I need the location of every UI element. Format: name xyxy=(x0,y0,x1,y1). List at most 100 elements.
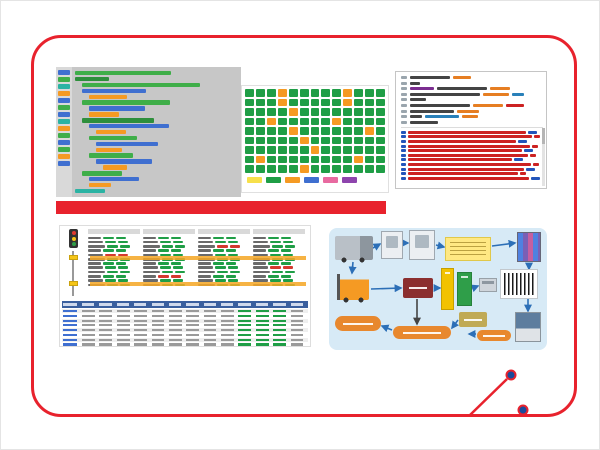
grid-cell xyxy=(321,117,331,126)
sheet-cell xyxy=(118,266,128,270)
signal-yellow xyxy=(71,236,76,241)
code-block xyxy=(89,153,133,158)
sheet-cell xyxy=(253,266,268,270)
code-block xyxy=(82,118,154,123)
table-cell xyxy=(151,309,165,313)
code-segment xyxy=(410,87,434,91)
grid-cell xyxy=(354,89,364,97)
sheet-row xyxy=(143,266,195,270)
table-cell xyxy=(134,309,147,313)
sheet-row xyxy=(88,249,140,252)
screenshot-flow-diagram xyxy=(329,228,547,350)
table-cell xyxy=(82,333,95,337)
log-segment xyxy=(401,162,406,166)
sheet-row xyxy=(88,240,140,244)
grid-legend xyxy=(245,177,385,183)
sheet-cell xyxy=(116,249,126,252)
table-cell xyxy=(168,309,182,313)
grid-cell xyxy=(365,165,375,173)
sheet-cell xyxy=(226,236,236,240)
code-segment xyxy=(401,76,407,79)
code-line xyxy=(401,98,543,102)
table-cell xyxy=(99,329,113,332)
table-cell xyxy=(151,338,165,341)
grid-cell xyxy=(245,117,254,126)
table-cell xyxy=(63,319,78,322)
sheet-cell xyxy=(105,253,116,257)
sheet-cell xyxy=(88,275,101,278)
sheet-cell xyxy=(103,249,114,252)
code-segment xyxy=(401,109,407,113)
grid-cell xyxy=(266,117,276,126)
sheet-row xyxy=(88,262,140,265)
code-segment xyxy=(410,76,450,79)
sheet-cell xyxy=(228,240,238,244)
log-segment xyxy=(408,149,522,153)
code-segment xyxy=(401,103,407,107)
sheet-cell xyxy=(88,253,103,257)
table-cell xyxy=(99,324,113,327)
grid-cell xyxy=(310,98,320,107)
flow-node-forklift xyxy=(337,274,369,303)
sheet-row xyxy=(253,253,305,257)
table-row xyxy=(62,343,308,346)
table-cell xyxy=(255,329,269,332)
sheet-row xyxy=(198,253,250,257)
log-segment xyxy=(526,167,535,171)
table-cell xyxy=(116,314,130,317)
grid-cell xyxy=(277,136,287,145)
sheet-cell xyxy=(143,279,158,282)
table-row xyxy=(62,333,308,337)
sheet-row xyxy=(198,249,250,252)
table-cell xyxy=(168,324,182,327)
grid-cell xyxy=(321,136,331,145)
table-cell xyxy=(273,338,286,341)
table-cell xyxy=(221,329,234,332)
grid-cell xyxy=(245,165,254,173)
sheet-cell xyxy=(173,240,183,244)
table-cell xyxy=(168,319,182,322)
grid-cell xyxy=(376,108,385,116)
code-segment xyxy=(410,115,422,119)
sheet-row xyxy=(253,249,305,252)
sheet-row xyxy=(143,245,195,248)
sheet-cell xyxy=(230,245,240,248)
sheet-row xyxy=(88,275,140,278)
table-cell xyxy=(203,314,217,317)
sheet-cell xyxy=(215,266,226,270)
sheet-row xyxy=(198,279,250,282)
table-cell xyxy=(99,333,113,337)
table-header-cell xyxy=(290,303,303,306)
code-separator xyxy=(401,126,543,128)
code-segment xyxy=(506,103,524,107)
sheet-row xyxy=(253,236,305,240)
code-segment xyxy=(410,98,426,102)
table-cell xyxy=(290,329,304,332)
grid-cell xyxy=(343,165,353,173)
grid-cell xyxy=(365,136,375,145)
table-cell xyxy=(116,333,130,337)
log-segment xyxy=(518,139,527,143)
flow-arrows xyxy=(348,239,533,338)
grid-cell xyxy=(266,136,276,145)
sheet-cell xyxy=(143,240,158,244)
grid-cell xyxy=(332,127,342,135)
code-block xyxy=(89,106,145,111)
grid-cell xyxy=(299,117,309,126)
sheet-cell xyxy=(270,266,281,270)
sheet-cell xyxy=(270,240,281,244)
sheet-row xyxy=(88,245,140,248)
flow-node-shelf xyxy=(517,232,541,262)
table-cell xyxy=(186,329,200,332)
table-cell xyxy=(82,343,95,346)
grid-cell xyxy=(266,165,276,173)
sheet-row xyxy=(253,262,305,265)
sheet-cell xyxy=(198,249,211,252)
sheet-cell xyxy=(107,270,118,274)
table-cell xyxy=(99,314,113,317)
grid-cell xyxy=(354,146,364,154)
sheet-cell xyxy=(281,249,291,252)
code-block xyxy=(89,112,119,117)
table-cell xyxy=(134,314,147,317)
sheet-cell xyxy=(253,240,268,244)
